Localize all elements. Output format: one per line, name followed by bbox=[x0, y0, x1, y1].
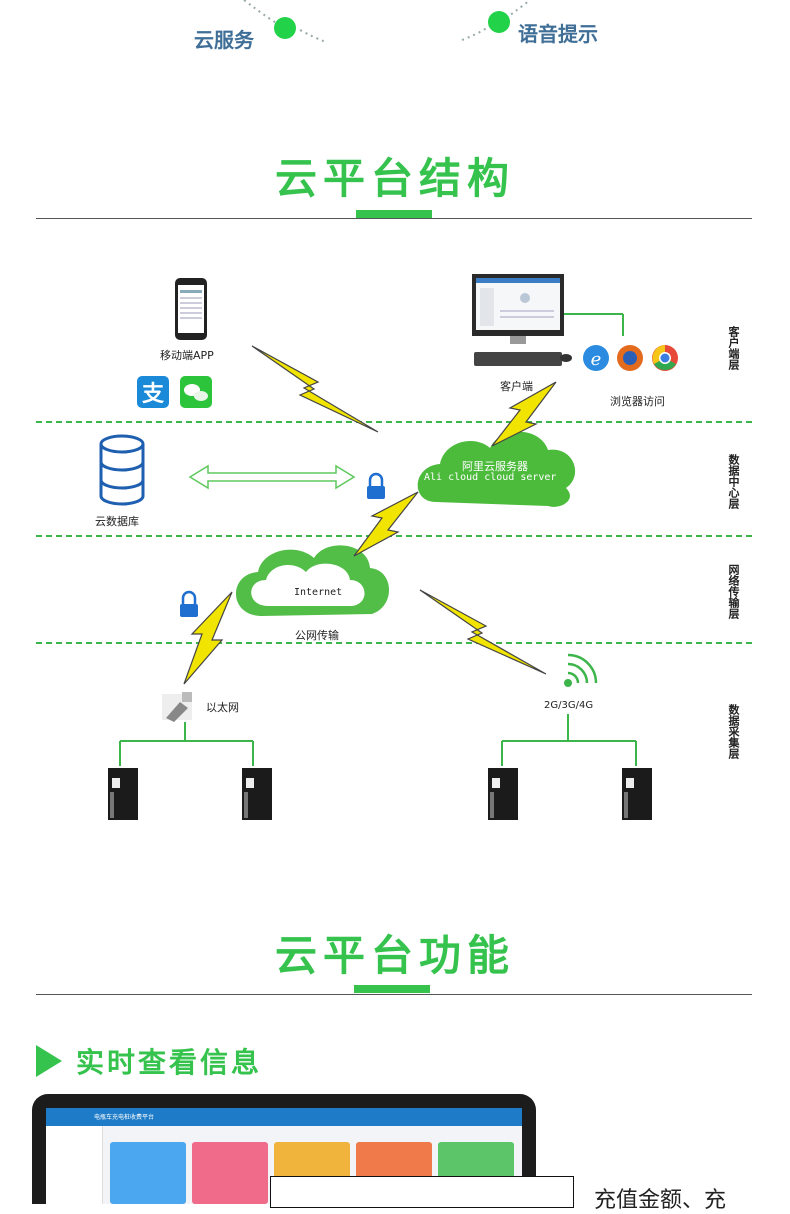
platform-screenshot: 电瓶车充电桩收费平台 bbox=[46, 1108, 522, 1204]
stat-card-pink bbox=[192, 1142, 268, 1204]
section-divider bbox=[36, 218, 752, 219]
app-header-bar: 电瓶车充电桩收费平台 bbox=[46, 1108, 522, 1126]
app-sidebar bbox=[46, 1126, 103, 1204]
ethernet-icon bbox=[162, 692, 192, 722]
layer-label-network: 网络传输层 bbox=[727, 564, 740, 619]
lightning-bolt-2 bbox=[491, 381, 557, 447]
public-network-label: 公网传输 bbox=[295, 629, 339, 642]
svg-text:支: 支 bbox=[142, 382, 165, 407]
feature-side-text: 充值金额、充 bbox=[594, 1188, 727, 1213]
ali-cloud-english-label: Ali cloud cloud server bbox=[424, 472, 557, 483]
svg-text:e: e bbox=[591, 349, 602, 370]
feature-heading-text: 实时查看信息 bbox=[76, 1046, 263, 1079]
play-arrow-icon bbox=[36, 1045, 62, 1077]
client-label: 客户端 bbox=[500, 380, 533, 393]
ie-browser-icon: e bbox=[583, 345, 609, 371]
mobile-app-label: 移动端APP bbox=[160, 349, 214, 362]
layer-divider-2 bbox=[36, 535, 752, 537]
overlay-box bbox=[270, 1176, 574, 1208]
ethernet-label: 以太网 bbox=[206, 701, 239, 714]
section-title-functions: 云平台功能 bbox=[274, 931, 515, 980]
wireless-label: 2G/3G/4G bbox=[544, 700, 594, 711]
lightning-bolt-5 bbox=[419, 589, 547, 675]
lightning-bolt-1 bbox=[251, 345, 379, 433]
cloud-database-label: 云数据库 bbox=[95, 515, 139, 528]
mobile-phone-icon bbox=[175, 278, 207, 340]
wireless-signal-icon bbox=[564, 653, 598, 687]
alipay-icon: 支 bbox=[137, 376, 169, 408]
section-divider-2 bbox=[36, 994, 752, 995]
internet-label: Internet bbox=[294, 587, 343, 598]
voice-prompt-dot bbox=[488, 11, 510, 33]
lock-icon-1 bbox=[367, 472, 385, 499]
chrome-browser-icon bbox=[652, 345, 678, 371]
layer-divider-1 bbox=[36, 421, 752, 423]
lightning-bolt-4 bbox=[183, 591, 233, 685]
ali-cloud-label: 阿里云服务器 bbox=[462, 460, 528, 473]
wechat-icon bbox=[180, 376, 212, 408]
layer-label-client: 客户端层 bbox=[727, 326, 740, 370]
charging-device-2 bbox=[242, 768, 272, 820]
charging-device-1 bbox=[108, 768, 138, 820]
firefox-browser-icon bbox=[617, 345, 643, 371]
stat-card-blue bbox=[110, 1142, 186, 1204]
charging-device-3 bbox=[488, 768, 518, 820]
architecture-diagram: 支 e bbox=[99, 274, 678, 820]
top-connector-graphics bbox=[243, 0, 531, 43]
section-title-structure: 云平台结构 bbox=[274, 154, 515, 203]
app-title: 电瓶车充电桩收费平台 bbox=[94, 1114, 155, 1121]
internet-cloud-shape bbox=[235, 545, 390, 616]
layer-label-collection: 数据采集层 bbox=[727, 704, 740, 759]
charging-device-4 bbox=[622, 768, 652, 820]
feature-heading: 实时查看信息 bbox=[36, 1045, 262, 1079]
sync-arrow bbox=[188, 464, 356, 490]
layer-divider-3 bbox=[36, 642, 752, 644]
cloud-service-label: 云服务 bbox=[194, 28, 254, 52]
layer-label-data-center: 数据中心层 bbox=[727, 454, 740, 509]
ali-cloud-shape bbox=[417, 431, 576, 507]
cloud-service-dot bbox=[274, 17, 296, 39]
section-accent-bar-2 bbox=[354, 985, 430, 993]
database-icon bbox=[99, 434, 145, 506]
voice-prompt-label: 语音提示 bbox=[518, 22, 598, 46]
lightning-bolt-3 bbox=[353, 491, 419, 557]
section-accent-bar bbox=[356, 210, 432, 218]
lock-icon-2 bbox=[180, 590, 198, 617]
browser-access-label: 浏览器访问 bbox=[610, 395, 665, 408]
desktop-computer-icon bbox=[472, 274, 624, 366]
device-tree-lines bbox=[119, 714, 637, 766]
